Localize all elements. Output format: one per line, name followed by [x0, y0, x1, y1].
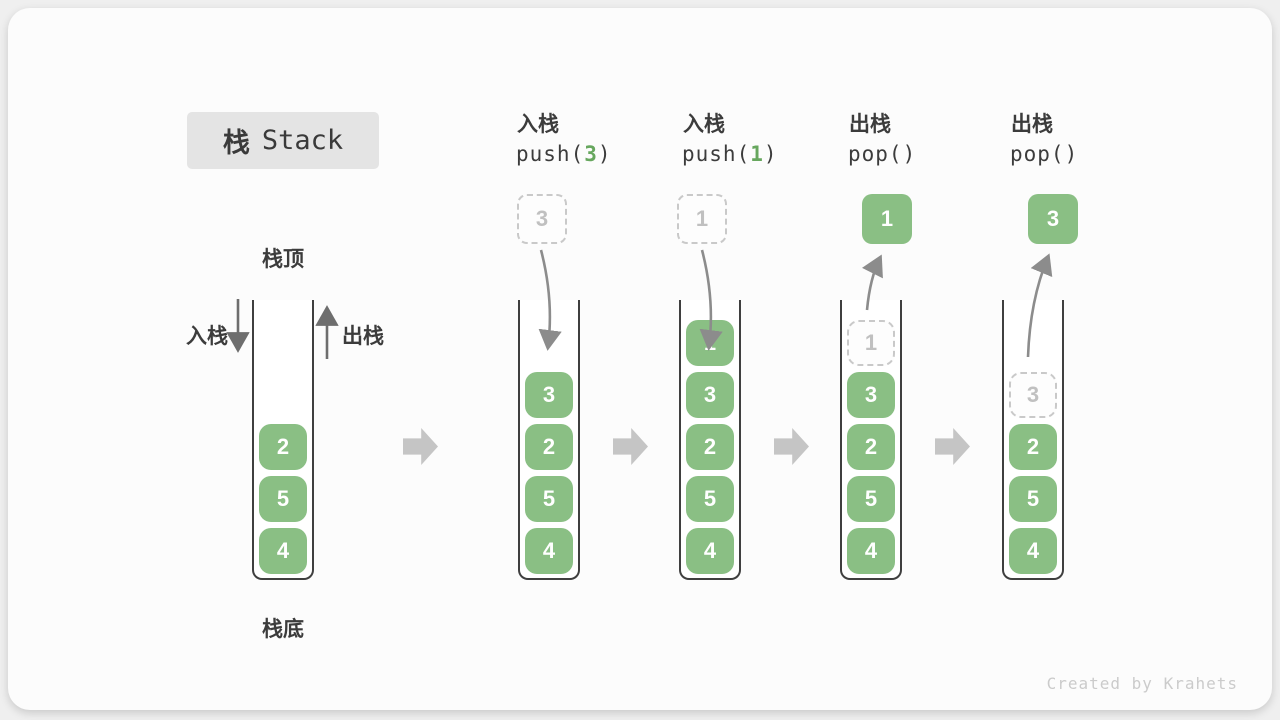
op2-code-pre: push(: [682, 142, 751, 166]
stack-2-item: 3: [525, 372, 573, 418]
op3-code-pre: pop(: [848, 142, 903, 166]
stack-2-item: 4: [525, 528, 573, 574]
stack-1-item: 4: [259, 528, 307, 574]
op2-code-arg: 1: [750, 142, 764, 166]
op1-code-pre: push(: [516, 142, 585, 166]
op1-label: 入栈: [517, 113, 559, 136]
op4-code-post: ): [1064, 142, 1079, 166]
title-zh: 栈: [222, 128, 250, 158]
stack-5-item: 2: [1009, 424, 1057, 470]
push-value-box-1: 1: [677, 194, 727, 244]
stack-4-item: 2: [847, 424, 895, 470]
stack-4-item: 5: [847, 476, 895, 522]
title-en: Stack: [261, 125, 344, 156]
op1-code: push(3): [516, 142, 612, 166]
stack-3-item: 4: [686, 528, 734, 574]
stack-4-item: 3: [847, 372, 895, 418]
stack-2-item: 2: [525, 424, 573, 470]
title-box: 栈 Stack: [187, 112, 379, 169]
stack-top-label: 栈顶: [262, 248, 304, 271]
push-value-box-3: 3: [517, 194, 567, 244]
op4-label: 出栈: [1011, 113, 1053, 136]
stack-4-item: 4: [847, 528, 895, 574]
op3-code-post: ): [902, 142, 917, 166]
stack-3-item: 5: [686, 476, 734, 522]
stack-3-item: 2: [686, 424, 734, 470]
stack-3-item: 3: [686, 372, 734, 418]
op4-code: pop(): [1010, 142, 1078, 166]
watermark: Created by Krahets: [1046, 674, 1238, 693]
stack-2-item: 5: [525, 476, 573, 522]
op2-code: push(1): [682, 142, 778, 166]
popped-value-box-3: 3: [1028, 194, 1078, 244]
stack-4-ghost-item: 1: [847, 320, 895, 366]
stack-5-ghost-item: 3: [1009, 372, 1057, 418]
stack-5-item: 5: [1009, 476, 1057, 522]
op2-code-post: ): [763, 142, 778, 166]
stack-3-item: 1: [686, 320, 734, 366]
op3-label: 出栈: [849, 113, 891, 136]
pop-direction-label: 出栈: [342, 325, 384, 348]
push-direction-label: 入栈: [186, 325, 228, 348]
stack-5-item: 4: [1009, 528, 1057, 574]
stack-1-item: 5: [259, 476, 307, 522]
op2-label: 入栈: [683, 113, 725, 136]
op3-code: pop(): [848, 142, 916, 166]
op4-code-pre: pop(: [1010, 142, 1065, 166]
stack-bottom-label: 栈底: [262, 618, 304, 641]
op1-code-arg: 3: [584, 142, 598, 166]
stack-1-item: 2: [259, 424, 307, 470]
popped-value-box-1: 1: [862, 194, 912, 244]
op1-code-post: ): [597, 142, 612, 166]
